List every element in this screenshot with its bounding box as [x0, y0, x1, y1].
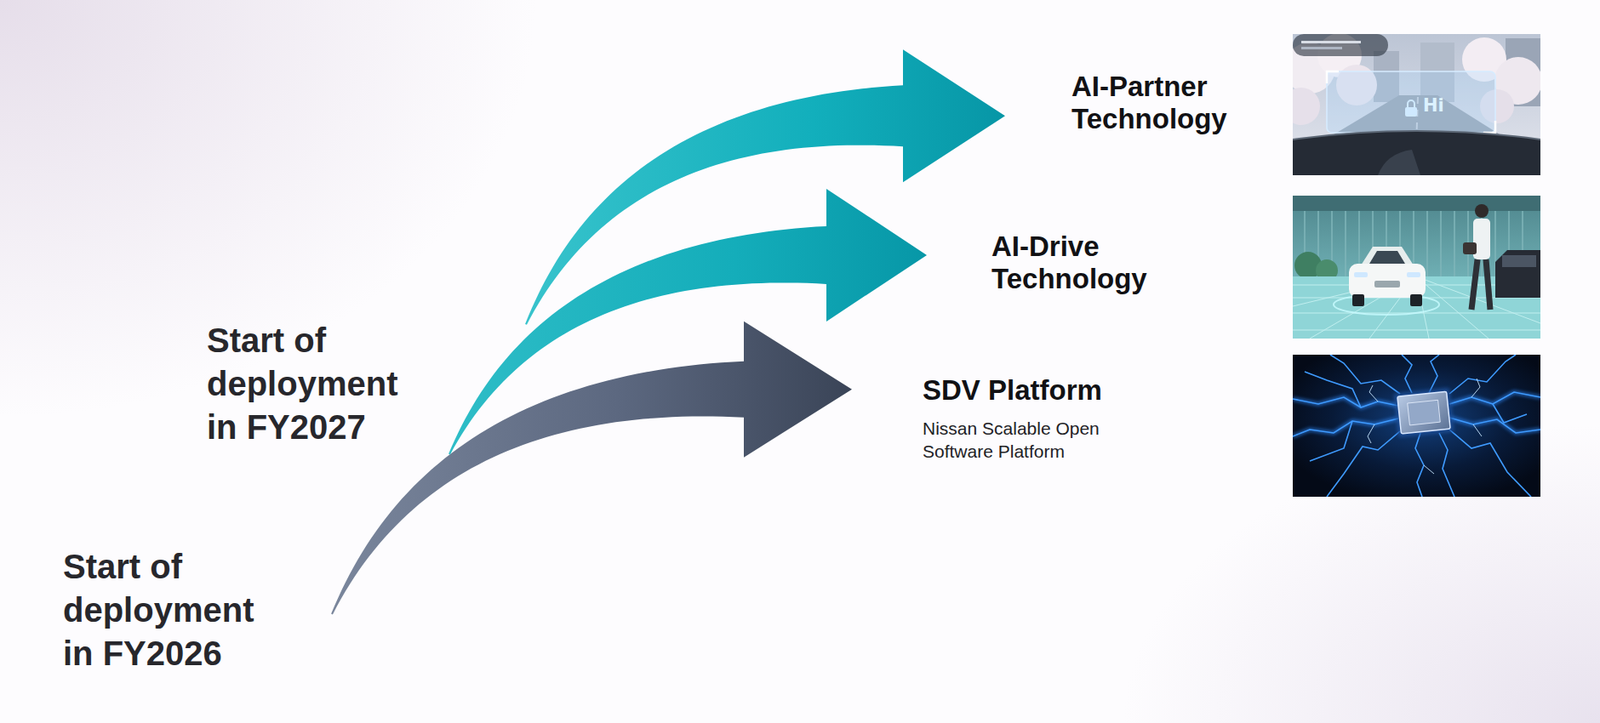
illustration-detail: [1416, 276, 1489, 339]
illustration-detail: [1428, 354, 1440, 394]
flow-arrow: [525, 49, 1006, 326]
illustration-detail: [1292, 330, 1541, 332]
illustration-detail: [1471, 259, 1478, 310]
illustration-detail: [1423, 465, 1435, 475]
illustration-detail: [1407, 400, 1441, 426]
illustration-detail: [1483, 120, 1496, 133]
technology-description: Nissan Scalable Open Software Platform: [922, 417, 1127, 463]
illustration-detail: [1292, 195, 1541, 212]
chip-photo: [1292, 354, 1541, 498]
illustration-detail: [1367, 424, 1375, 444]
illustration-detail: [1449, 417, 1541, 434]
chip-background: [1292, 354, 1541, 498]
illustration-detail: [1309, 421, 1353, 462]
illustration-detail: [1369, 251, 1406, 264]
technology-name: AI-Drive Technology: [991, 230, 1179, 296]
technology-name: AI-Partner Technology: [1071, 70, 1259, 136]
technology-item: SDV PlatformNissan Scalable Open Softwar…: [851, 374, 1150, 463]
illustration-detail: [1292, 418, 1399, 437]
illustration-detail: [1449, 417, 1541, 434]
illustration-detail: [1374, 280, 1400, 288]
illustration-detail: [1473, 424, 1482, 437]
illustration-detail: [1453, 211, 1456, 277]
illustration-detail: [1352, 294, 1365, 307]
illustration-detail: [1462, 242, 1477, 255]
technology-item: AI-Drive Technology: [926, 230, 1191, 296]
illustration-detail: [1401, 354, 1412, 394]
illustration-detail: [1449, 354, 1516, 395]
technology-name: SDV Platform: [922, 374, 1110, 407]
flow-arrow: [448, 188, 927, 456]
pedestrian: [1462, 204, 1491, 310]
illustration-detail: [1397, 391, 1451, 435]
illustration-detail: [1301, 40, 1361, 44]
illustration-detail: [1474, 204, 1489, 218]
dark-car: [1495, 250, 1541, 298]
street-photo: [1292, 195, 1541, 339]
illustration-detail: [1292, 418, 1399, 437]
milestone-label: Start of deployment in FY2026: [62, 545, 276, 676]
deployment-milestone: Start of deployment in FY2026: [62, 545, 332, 684]
illustration-detail: [1471, 378, 1480, 398]
illustration-detail: [1344, 211, 1347, 277]
illustration-detail: [1292, 87, 1320, 126]
illustration-detail: [1292, 131, 1541, 176]
technology-item: AI-Partner Technology: [1005, 70, 1269, 136]
circuit-glow: [1292, 392, 1541, 437]
illustration-detail: [1449, 392, 1541, 405]
illustration-detail: [1377, 149, 1421, 176]
flow-arrow: [331, 321, 852, 616]
circuit-traces: [1292, 354, 1541, 498]
illustration-detail: [1292, 34, 1389, 57]
illustration-detail: [1405, 107, 1418, 117]
illustration-detail: [1330, 354, 1400, 395]
dashboard: [1292, 131, 1541, 176]
chip: [1393, 388, 1454, 439]
illustration-detail: [1495, 250, 1541, 298]
illustration-detail: [1410, 294, 1423, 307]
illustration-detail: [1439, 433, 1455, 498]
illustration-detail: [1393, 388, 1454, 439]
hud-greeting: Hi: [1422, 95, 1445, 116]
illustration-detail: [1369, 385, 1378, 402]
illustration-detail: [1326, 71, 1339, 84]
illustration-detail: [1292, 397, 1399, 408]
milestone-label: Start of deployment in FY2027: [206, 319, 420, 450]
illustration-detail: [1449, 429, 1532, 498]
illustration-detail: [1354, 272, 1368, 278]
white-car: [1348, 246, 1426, 307]
deployment-milestone: Start of deployment in FY2027: [206, 319, 526, 455]
illustration-detail: [1292, 131, 1541, 140]
illustration-detail: [1304, 371, 1361, 408]
illustration-detail: [1415, 433, 1424, 498]
illustration-detail: [1360, 246, 1414, 266]
illustration-detail: [1292, 195, 1541, 339]
illustration-detail: [1348, 263, 1426, 298]
illustration-detail: [1485, 259, 1491, 310]
illustration-detail: [1301, 46, 1343, 50]
status-pill: [1292, 34, 1389, 57]
building: [1292, 195, 1541, 339]
illustration-detail: [1326, 71, 1496, 133]
illustration-detail: [1492, 404, 1527, 423]
illustration-detail: [1426, 211, 1429, 277]
illustration-detail: [1502, 255, 1537, 268]
illustration-detail: [1292, 34, 1541, 176]
illustration-detail: [1440, 211, 1442, 277]
illustration-detail: [1407, 100, 1415, 108]
circuit-sparks: [1367, 378, 1482, 475]
illustration-detail: [1326, 431, 1400, 498]
illustration-detail: [1292, 397, 1399, 408]
illustration-detail: [1406, 272, 1421, 278]
hud-frame: [1326, 71, 1496, 133]
illustration-detail: [1449, 392, 1541, 405]
hud-photo: [1292, 34, 1541, 176]
street-scene: [1292, 34, 1541, 176]
